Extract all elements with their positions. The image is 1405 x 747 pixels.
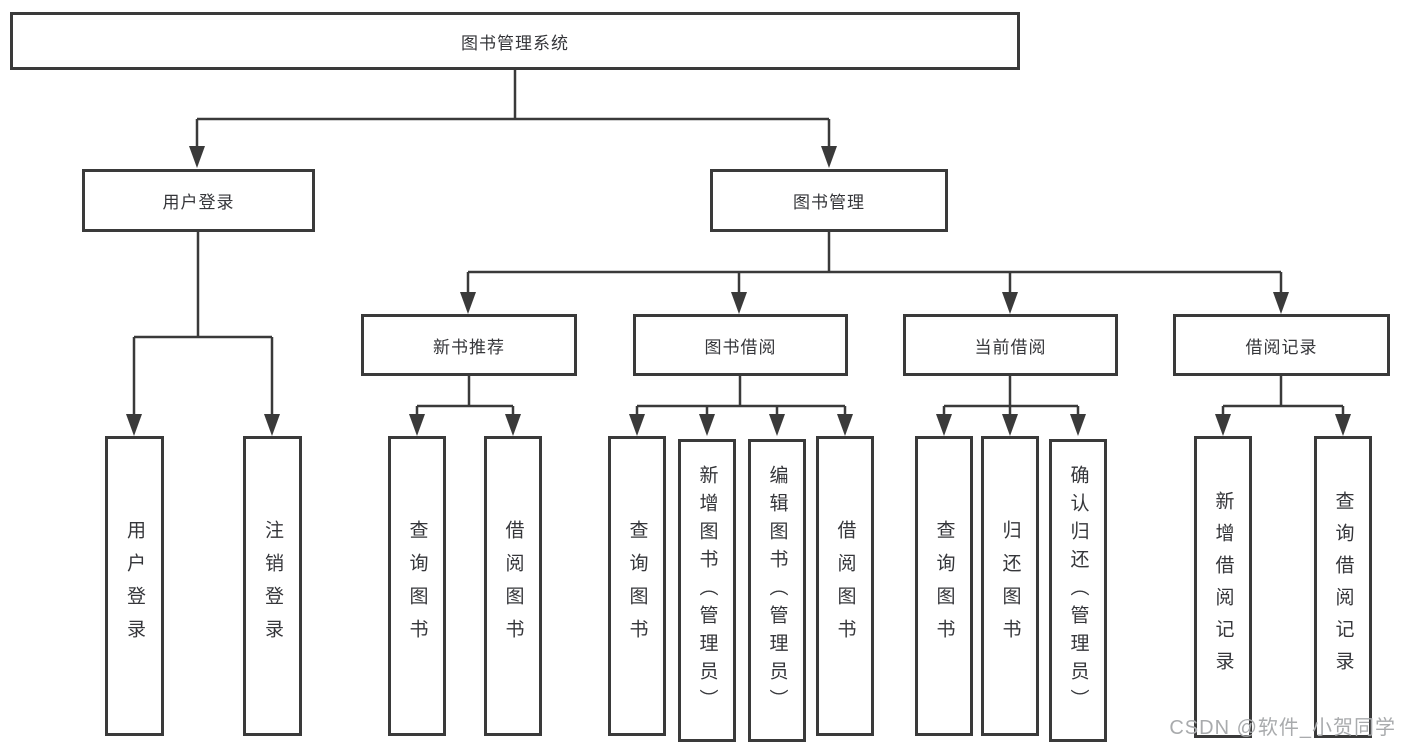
leaf-add-books-admin: 新增图书（管理员） <box>678 439 736 742</box>
node-new-book-recommendation: 新书推荐 <box>361 314 577 376</box>
leaf-query-books-borrowing: 查询图书 <box>608 436 666 736</box>
arrow-down-icon <box>837 414 853 436</box>
node-label: 图书借阅 <box>704 337 777 357</box>
leaf-confirm-return-admin: 确认归还（管理员） <box>1049 439 1107 742</box>
arrow-down-icon <box>505 414 521 436</box>
node-label: 借阅记录 <box>1245 337 1318 357</box>
node-label: 查询图书 <box>406 520 428 652</box>
arrow-down-icon <box>1070 414 1086 436</box>
node-label: 确认归还（管理员） <box>1067 464 1089 717</box>
node-label: 当前借阅 <box>974 337 1047 357</box>
node-label: 用户登录 <box>162 193 235 212</box>
arrow-down-icon <box>629 414 645 436</box>
connector-lines-user-login <box>132 232 274 416</box>
watermark: CSDN @软件_小贺同学 <box>1169 717 1396 739</box>
node-label: 借阅图书 <box>834 520 856 652</box>
leaf-query-books-recommend: 查询图书 <box>388 436 446 736</box>
node-label: 归还图书 <box>999 520 1021 652</box>
leaf-borrow-books-recommend: 借阅图书 <box>484 436 542 736</box>
connector-lines-current-borrowing <box>942 376 1080 416</box>
arrow-down-icon <box>409 414 425 436</box>
leaf-logout: 注销登录 <box>243 436 302 736</box>
connector-lines-book-management <box>466 232 1283 294</box>
connector-lines-book-borrowing <box>635 376 847 416</box>
node-library-management-system: 图书管理系统 <box>10 12 1020 70</box>
node-book-management: 图书管理 <box>710 169 948 232</box>
connector-lines-new-book <box>415 376 515 416</box>
arrow-down-icon <box>1002 414 1018 436</box>
arrow-down-icon <box>731 292 747 314</box>
connector-lines-borrowing-records <box>1221 376 1345 416</box>
leaf-edit-books-admin: 编辑图书（管理员） <box>748 439 806 742</box>
arrow-down-icon <box>769 414 785 436</box>
arrow-down-icon <box>1002 292 1018 314</box>
node-label: 查询图书 <box>626 520 648 652</box>
leaf-return-books: 归还图书 <box>981 436 1039 736</box>
leaf-borrow-books: 借阅图书 <box>816 436 874 736</box>
node-book-borrowing: 图书借阅 <box>633 314 848 376</box>
arrow-down-icon <box>1273 292 1289 314</box>
node-label: 借阅图书 <box>502 520 524 652</box>
arrow-down-icon <box>189 146 205 168</box>
node-borrowing-records: 借阅记录 <box>1173 314 1390 376</box>
arrow-down-icon <box>1215 414 1231 436</box>
node-user-login: 用户登录 <box>82 169 315 232</box>
node-label: 新书推荐 <box>433 337 505 357</box>
node-label: 查询借阅记录 <box>1332 491 1354 683</box>
arrow-down-icon <box>821 146 837 168</box>
leaf-query-books-current: 查询图书 <box>915 436 973 736</box>
node-label: 用户登录 <box>124 520 145 652</box>
arrow-down-icon <box>936 414 952 436</box>
node-label: 编辑图书（管理员） <box>766 464 788 717</box>
node-label: 注销登录 <box>262 520 283 652</box>
node-label: 新增图书（管理员） <box>696 464 718 717</box>
arrow-down-icon <box>1335 414 1351 436</box>
leaf-query-borrowing-record: 查询借阅记录 <box>1314 436 1372 738</box>
arrow-down-icon <box>699 414 715 436</box>
node-label: 图书管理系统 <box>461 33 569 53</box>
arrow-down-icon <box>460 292 476 314</box>
connector-lines-level1 <box>195 70 831 148</box>
leaf-user-login: 用户登录 <box>105 436 164 736</box>
node-label: 新增借阅记录 <box>1212 491 1234 683</box>
node-label: 图书管理 <box>793 193 865 212</box>
node-label: 查询图书 <box>933 520 955 652</box>
arrow-down-icon <box>264 414 280 436</box>
node-current-borrowing: 当前借阅 <box>903 314 1118 376</box>
arrow-down-icon <box>126 414 142 436</box>
leaf-add-borrowing-record: 新增借阅记录 <box>1194 436 1252 738</box>
